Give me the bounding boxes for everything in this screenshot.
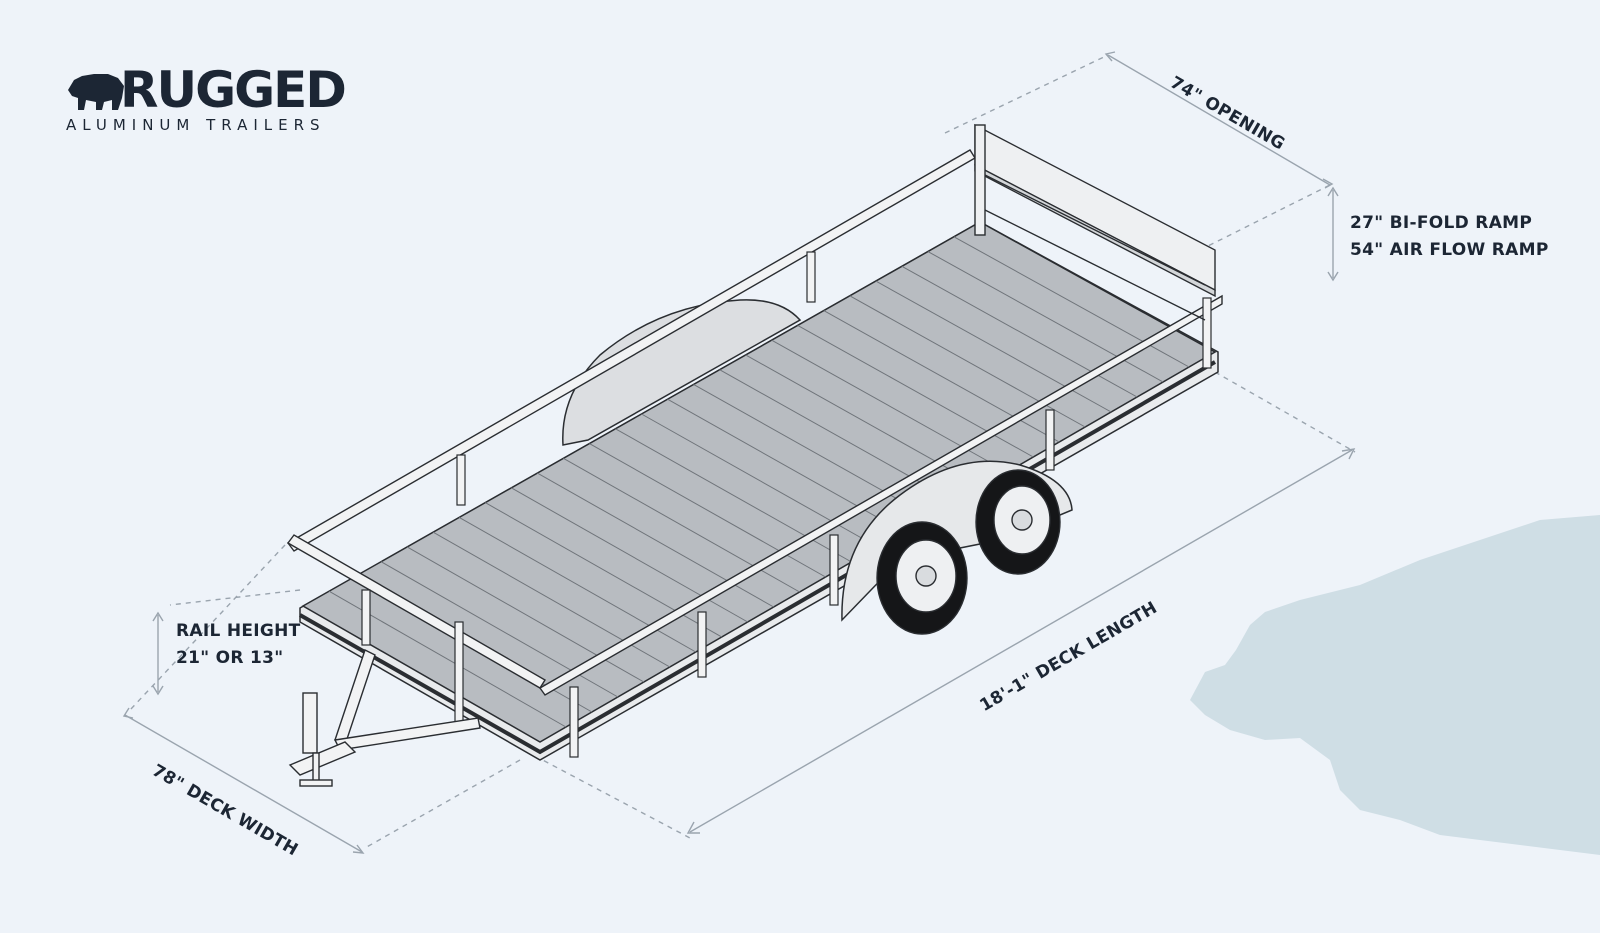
rear-fender xyxy=(562,299,802,446)
side-rail-frame xyxy=(286,149,1223,758)
brand-logo: RUGGED ALUMINUM TRAILERS xyxy=(66,61,366,144)
brand-tagline: ALUMINUM TRAILERS xyxy=(66,116,326,134)
wheel-front xyxy=(876,521,968,635)
bear-icon xyxy=(68,74,124,110)
rail-height-title: RAIL HEIGHT xyxy=(176,621,301,641)
dimension-lines xyxy=(122,51,1356,854)
airflow-ramp-label: 54" AIR FLOW RAMP xyxy=(1350,240,1549,260)
wheel-rear xyxy=(975,469,1061,575)
rail-height-values: 21" OR 13" xyxy=(176,648,284,668)
bear-watermark xyxy=(1190,515,1600,855)
bi-fold-ramp xyxy=(974,123,1216,321)
trailer-tongue xyxy=(288,649,481,787)
bifold-ramp-label: 27" BI-FOLD RAMP xyxy=(1350,213,1533,233)
brand-name: RUGGED xyxy=(120,61,347,119)
